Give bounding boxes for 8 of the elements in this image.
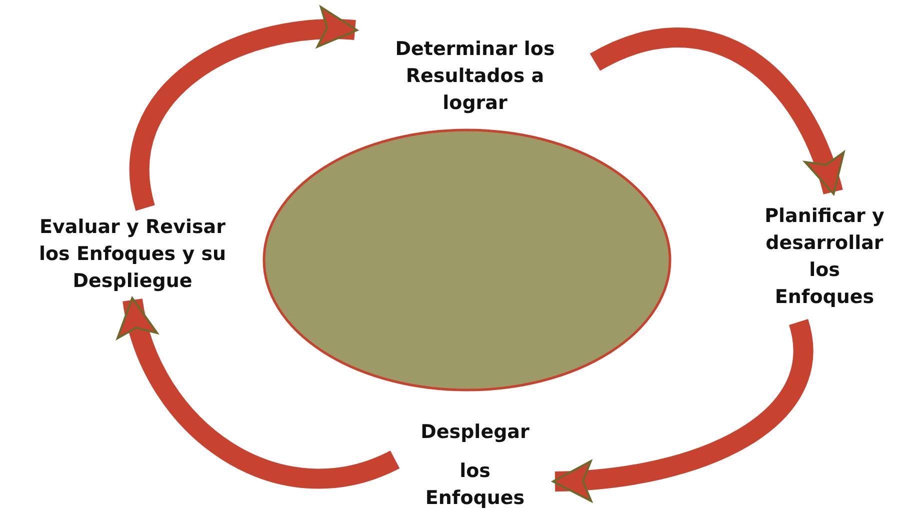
step-label: Evaluar y Revisar los Enfoques y su Despliegue xyxy=(38,214,228,294)
step-label: los Enfoques xyxy=(425,458,525,510)
step-label: Desplegar xyxy=(420,420,530,444)
step-label: Determinar los Resultados a lograr xyxy=(394,36,556,116)
curved-arrow xyxy=(590,28,843,195)
curved-arrow xyxy=(130,8,358,210)
step-label: Planificar y desarrollar los Enfoques xyxy=(764,204,886,310)
curved-arrow xyxy=(552,320,814,501)
